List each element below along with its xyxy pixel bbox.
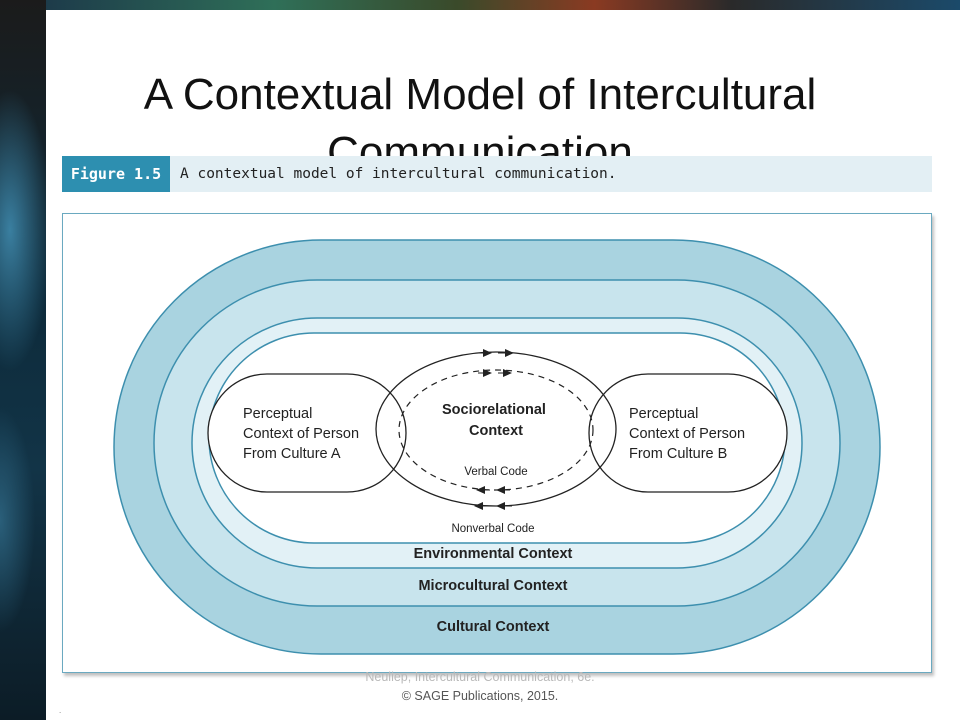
person-a-line2: Context of Person <box>243 426 359 442</box>
footer-citation: Neuliep, Intercultural Communication, 6e… <box>365 670 595 684</box>
microcultural-context-label: Microcultural Context <box>418 578 567 594</box>
contextual-model-diagram: Perceptual Context of Person From Cultur… <box>113 239 881 655</box>
figure-caption-bar: Figure 1.5 A contextual model of intercu… <box>62 156 932 192</box>
nonverbal-code-label: Nonverbal Code <box>451 523 534 535</box>
person-b-line2: Context of Person <box>629 426 745 442</box>
slide-title-line1: A Contextual Model of Intercultural <box>143 70 817 119</box>
sociorelational-line1: Sociorelational <box>442 402 546 418</box>
verbal-code-label: Verbal Code <box>464 466 527 478</box>
slide-title: A Contextual Model of Intercultural Comm… <box>46 60 914 156</box>
person-b-line1: Perceptual <box>629 406 698 422</box>
environmental-context-label: Environmental Context <box>414 546 573 562</box>
person-b-line3: From Culture B <box>629 446 727 462</box>
svg-text:Perceptual Context of Pers: Perceptual Context of Person From Cultur… <box>243 406 363 462</box>
left-decorative-border <box>0 0 46 720</box>
person-a-perceptual-context <box>207 373 407 493</box>
slide-footer: Neuliep, Intercultural Communication, 6e… <box>300 668 660 706</box>
figure-caption: A contextual model of intercultural comm… <box>180 166 617 182</box>
cultural-context-label: Cultural Context <box>437 619 550 635</box>
svg-text:Perceptual Context of Pers: Perceptual Context of Person From Cultur… <box>629 406 749 462</box>
person-a-line3: From Culture A <box>243 446 341 462</box>
person-a-line1: Perceptual <box>243 406 312 422</box>
sociorelational-line2: Context <box>469 423 523 439</box>
person-b-perceptual-context <box>588 373 788 493</box>
top-decorative-border <box>46 0 960 10</box>
footer-copyright: © SAGE Publications, 2015. <box>401 689 559 703</box>
svg-text:Sociorelational Context: Sociorelational Context <box>442 402 550 439</box>
slide-title-line2: Communication <box>327 128 633 156</box>
slide-marker-dot: . <box>59 706 62 715</box>
figure-number-tag: Figure 1.5 <box>62 156 170 192</box>
